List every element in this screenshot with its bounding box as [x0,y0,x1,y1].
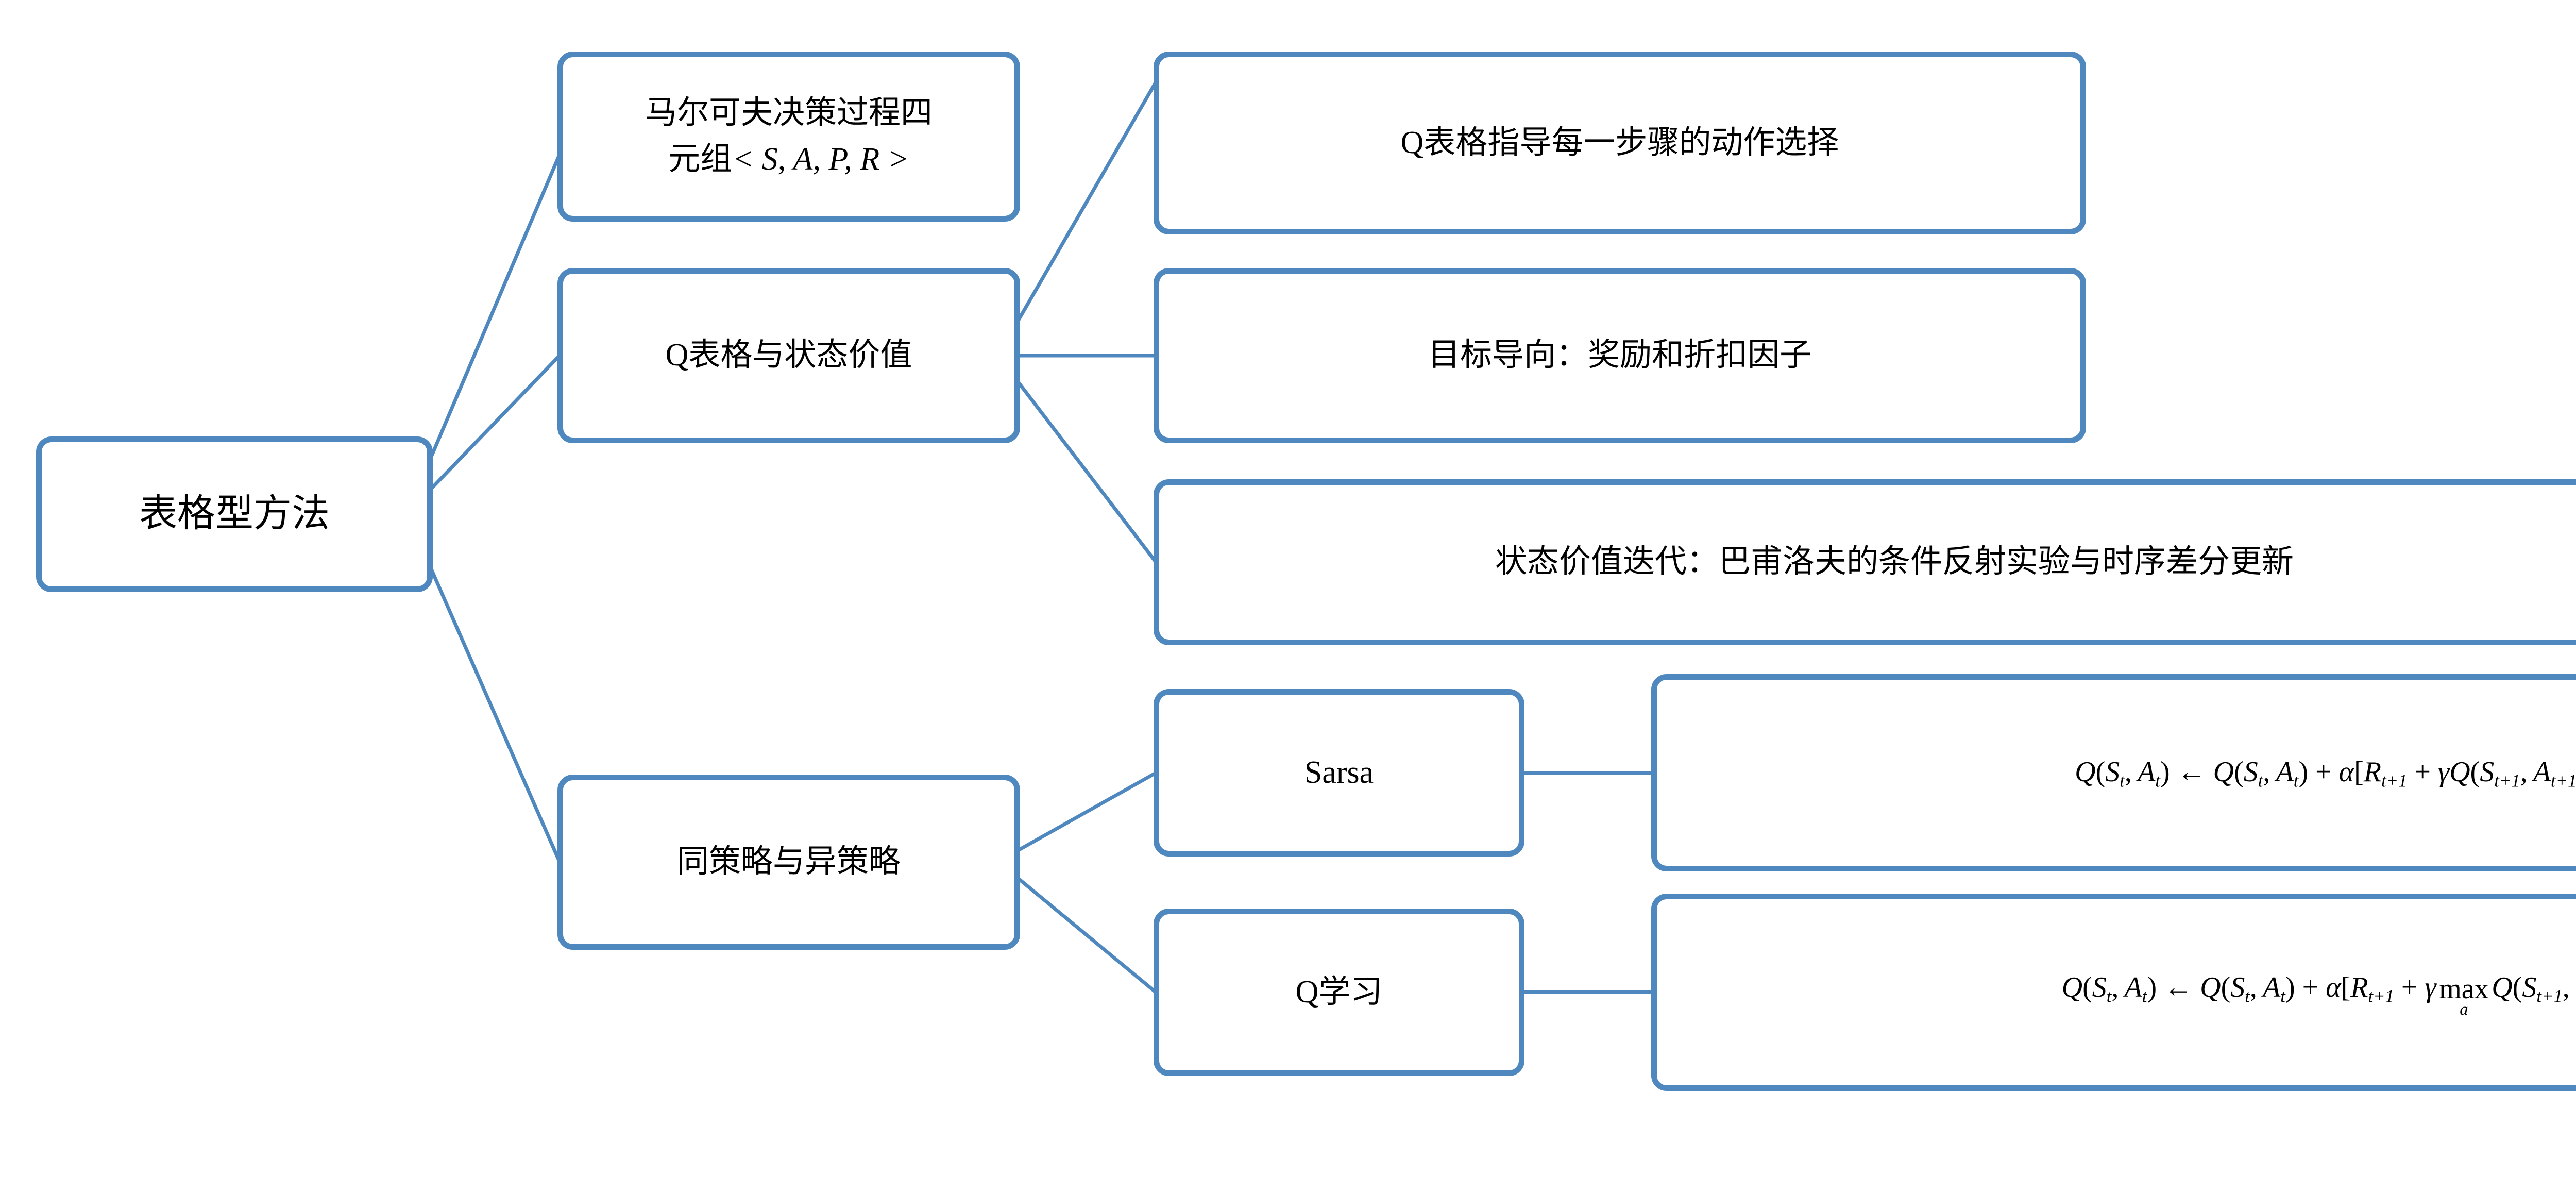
node-mdp-line2-math: < S, A, P, R > [732,142,909,177]
node-mdp-label: 马尔可夫决策过程四 元组< S, A, P, R > [636,90,942,183]
node-qtable[interactable]: Q表格与状态价值 [557,268,1020,443]
node-root-label: 表格型方法 [139,493,330,535]
edge-policy-to-qlearning [996,860,1157,994]
node-qlearning[interactable]: Q学习 [1154,909,1524,1076]
edge-qtable-to-qaction [996,81,1158,357]
node-sarsa-label: Sarsa [1304,754,1374,790]
node-q-action-label: Q表格指导每一步骤的动作选择 [1400,125,1839,160]
node-root[interactable]: 表格型方法 [36,436,433,592]
node-sarsa-formula[interactable]: Q(St, At) ← Q(St, At) + α[Rt+1 + γQ(St+1… [1651,674,2576,871]
node-value-iter-label: 状态价值迭代：巴甫洛夫的条件反射实验与时序差分更新 [1495,544,2294,580]
node-sarsa[interactable]: Sarsa [1154,689,1524,857]
node-goal-label: 目标导向：奖励和折扣因子 [1428,338,1811,373]
node-mdp[interactable]: 马尔可夫决策过程四 元组< S, A, P, R > [557,52,1020,222]
edge-policy-to-sarsa [997,771,1157,864]
node-q-action[interactable]: Q表格指导每一步骤的动作选择 [1154,52,2086,234]
node-qtable-label: Q表格与状态价值 [665,338,912,373]
node-value-iter[interactable]: 状态价值迭代：巴甫洛夫的条件反射实验与时序差分更新 [1154,479,2576,645]
node-policy-label: 同策略与异策略 [676,844,901,880]
node-mdp-line2-cjk: 元组 [668,142,733,177]
edge-qtable-to-valueiter [996,354,1157,563]
sarsa-formula-text: Q(St, At) ← Q(St, At) + α[Rt+1 + γQ(St+1… [2075,756,2576,791]
node-qlearning-label: Q学习 [1295,974,1383,1010]
node-goal[interactable]: 目标导向：奖励和折扣因子 [1154,268,2086,443]
node-mdp-line1: 马尔可夫决策过程四 [645,95,933,131]
node-policy[interactable]: 同策略与异策略 [557,775,1020,950]
